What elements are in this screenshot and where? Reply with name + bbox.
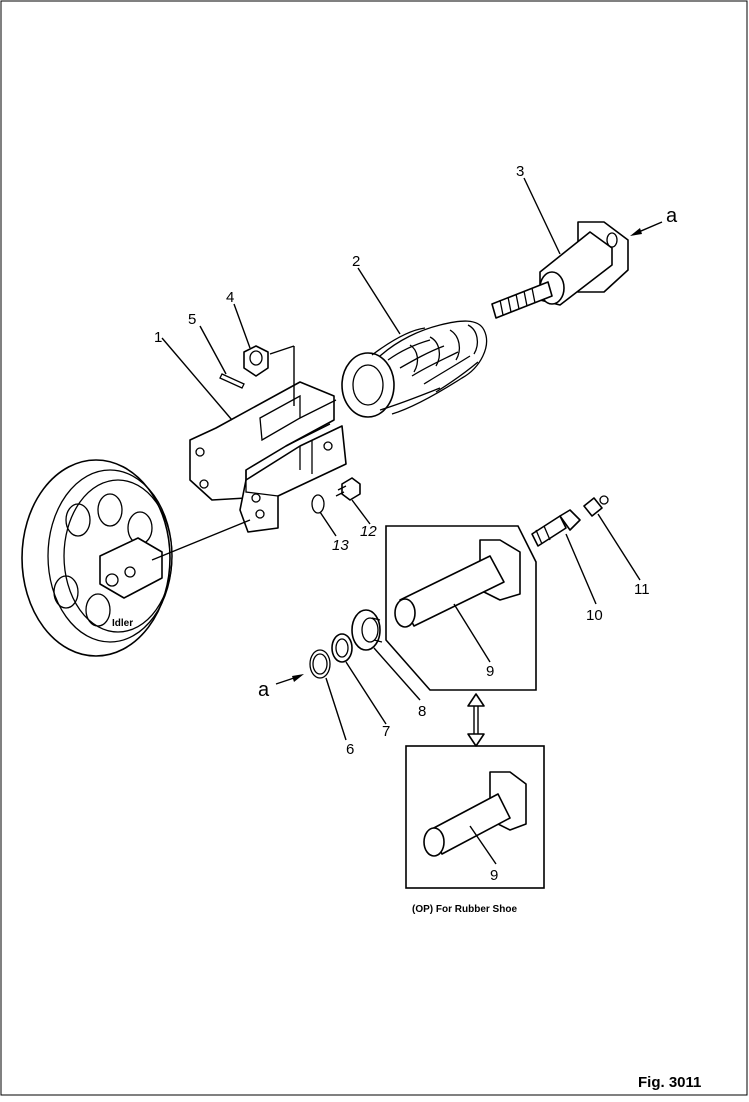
view-arrow-bottom: [275, 674, 304, 685]
callout-6: 6: [346, 741, 354, 758]
part-10-fitting: [531, 509, 581, 547]
view-marker-bottom: a: [258, 679, 270, 701]
part-11-nipple: [583, 495, 609, 517]
part-8-bearing: [351, 609, 383, 651]
callout-8: 8: [418, 703, 426, 720]
part-3-cylinder: [491, 221, 629, 319]
callout-2: 2: [352, 253, 360, 270]
callout-labels: 1 2 3 4 5 6 7 8 9 9 10 11 12 13: [154, 163, 650, 884]
callout-11: 11: [634, 581, 650, 598]
callout-5: 5: [188, 311, 196, 328]
part-6-snap-ring: [309, 649, 331, 679]
part-5-pin: [219, 373, 245, 389]
callout-7: 7: [382, 723, 390, 740]
callout-3: 3: [516, 163, 524, 180]
callout-13: 13: [332, 537, 349, 554]
part-1-yoke: [189, 345, 347, 533]
part-7-ring: [331, 633, 353, 663]
option-caption: (OP) For Rubber Shoe: [412, 904, 517, 915]
part-12-bolt: [335, 477, 361, 501]
part-4-nut: [243, 345, 269, 377]
part-9-shaft-option: [405, 745, 545, 889]
view-marker-top: a: [666, 205, 678, 227]
callout-4: 4: [226, 289, 234, 306]
part-2-spring: [341, 320, 488, 418]
callout-9-option: 9: [490, 867, 498, 884]
interchange-arrow: [467, 693, 485, 747]
part-13-washer: [311, 494, 325, 514]
callout-12: 12: [360, 523, 377, 540]
figure-number: Fig. 3011: [638, 1074, 701, 1091]
idler-wheel: [21, 459, 251, 657]
leader-lines: [161, 177, 641, 865]
part-9-shaft-main: [385, 525, 537, 691]
callout-1: 1: [154, 329, 162, 346]
idler-label: Idler: [112, 618, 133, 629]
view-arrow-top: [630, 221, 663, 236]
callout-9-main: 9: [486, 663, 494, 680]
callout-10: 10: [586, 607, 603, 624]
